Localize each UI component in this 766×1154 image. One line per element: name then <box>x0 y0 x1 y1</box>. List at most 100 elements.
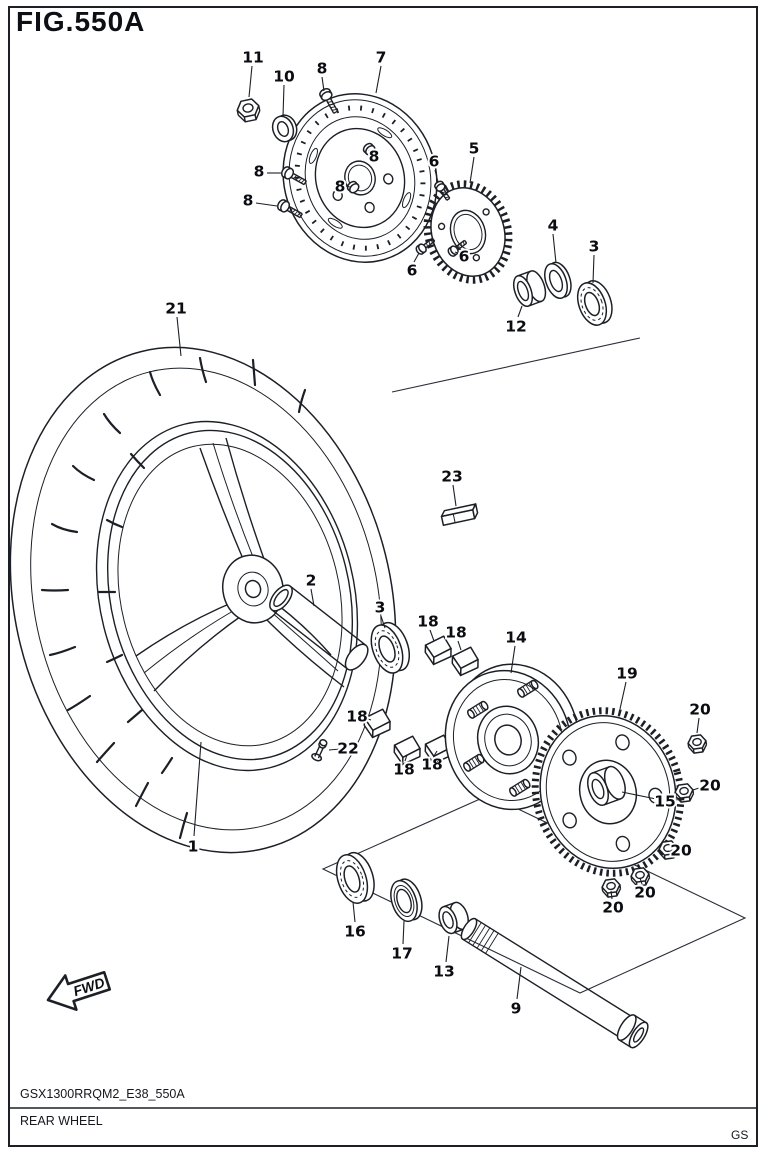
assembly-axis-lines <box>321 337 747 994</box>
callout-leader-line <box>352 901 356 923</box>
callout-leader-line <box>380 615 386 629</box>
part-number-13: 13 <box>433 963 455 981</box>
figure-name: REAR WHEEL <box>20 1114 103 1128</box>
part-number-18: 18 <box>421 756 443 774</box>
wheel-bearing-right <box>576 280 613 326</box>
axle-seal <box>390 878 423 923</box>
callout-leader-line <box>434 169 439 183</box>
rear-axle <box>460 917 649 1049</box>
callout-leader-line <box>310 588 315 607</box>
callout-leader-line <box>413 252 420 263</box>
callout-leader-line <box>404 754 408 762</box>
part-number-6: 6 <box>429 153 440 171</box>
part-number-20: 20 <box>689 701 711 719</box>
part-number-8: 8 <box>335 178 346 196</box>
figure-title: FIG.550A <box>16 6 146 37</box>
hub-spacer <box>512 270 547 308</box>
axle-spacer <box>438 901 469 935</box>
callout-leader-line <box>193 741 202 837</box>
sprocket-collar <box>586 765 626 807</box>
callout-leader-line <box>429 629 435 642</box>
dust-seal <box>544 261 572 300</box>
callout-leader-line <box>344 185 351 188</box>
tire-valve <box>311 739 328 762</box>
part-number-5: 5 <box>469 140 480 158</box>
part-number-20: 20 <box>670 842 692 860</box>
part-number-4: 4 <box>548 217 559 235</box>
part-number-9: 9 <box>511 1000 522 1018</box>
callout-leader-line <box>452 484 457 507</box>
callout-leader-line <box>639 877 643 885</box>
callout-leader-line <box>621 791 657 800</box>
part-number-19: 19 <box>616 665 638 683</box>
part-number-21: 21 <box>165 300 187 318</box>
part-number-20: 20 <box>634 884 656 902</box>
part-number-8: 8 <box>243 192 254 210</box>
part-number-3: 3 <box>375 599 386 617</box>
callout-leader-line <box>610 890 613 900</box>
page-corner-mark: GS <box>731 1128 749 1142</box>
callout-leader-line <box>375 65 382 94</box>
callout-leader-line <box>692 786 703 791</box>
tire-tread-marks <box>40 356 307 840</box>
part-number-2: 2 <box>306 572 317 590</box>
callout-leader-line <box>696 717 700 734</box>
part-number-8: 8 <box>317 60 328 78</box>
part-number-6: 6 <box>407 262 418 280</box>
part-number-3: 3 <box>589 238 600 256</box>
callout-leader-line <box>176 316 182 357</box>
part-number-20: 20 <box>699 777 721 795</box>
part-number-11: 11 <box>242 49 264 67</box>
callout-leader-line <box>368 149 372 154</box>
part-number-6: 6 <box>459 248 470 266</box>
callout-leader-line <box>469 156 475 184</box>
callout-leader-line <box>402 920 405 945</box>
callout-leader-line <box>433 750 438 757</box>
fwd-arrow: FWD <box>46 970 112 1012</box>
part-number-18: 18 <box>393 761 415 779</box>
callout-leader-line <box>321 76 325 92</box>
document-code: GSX1300RRQM2_E38_550A <box>20 1087 185 1101</box>
callout-leader-line <box>248 65 253 98</box>
part-number-16: 16 <box>344 923 366 941</box>
part-number-18: 18 <box>417 613 439 631</box>
callout-leader-line <box>445 935 450 963</box>
callout-leader-line <box>328 748 341 751</box>
balance-weight <box>440 503 479 526</box>
callout-leader-line <box>552 233 557 264</box>
callout-leader-line <box>516 966 522 1000</box>
nut-icon <box>686 733 709 755</box>
part-number-15: 15 <box>654 793 676 811</box>
part-number-18: 18 <box>445 624 467 642</box>
part-number-20: 20 <box>602 899 624 917</box>
callout-leader-line <box>510 645 516 674</box>
callout-leader-line <box>454 251 462 255</box>
damper-icon <box>450 645 481 677</box>
part-number-7: 7 <box>376 49 387 67</box>
part-number-14: 14 <box>505 629 527 647</box>
callout-leader-line <box>619 681 627 710</box>
part-number-1: 1 <box>188 838 199 856</box>
callout-leader-line <box>517 305 523 318</box>
part-number-8: 8 <box>369 148 380 166</box>
wheel-bearing-left <box>370 621 411 674</box>
part-number-17: 17 <box>391 945 413 963</box>
part-number-22: 22 <box>337 740 359 758</box>
part-number-12: 12 <box>505 318 527 336</box>
part-number-8: 8 <box>254 163 265 181</box>
brake-disc <box>282 93 438 263</box>
axle-nut <box>236 98 261 123</box>
callout-leader-line <box>669 844 676 848</box>
axle-bearing <box>335 851 375 904</box>
part-number-18: 18 <box>346 708 368 726</box>
callout-leader-line <box>282 84 285 117</box>
callout-leader-line <box>457 640 462 651</box>
callout-leader-line <box>364 717 372 721</box>
part-number-23: 23 <box>441 468 463 486</box>
washer <box>271 114 298 143</box>
page-border <box>8 6 758 1147</box>
spacer-tube <box>269 584 369 671</box>
